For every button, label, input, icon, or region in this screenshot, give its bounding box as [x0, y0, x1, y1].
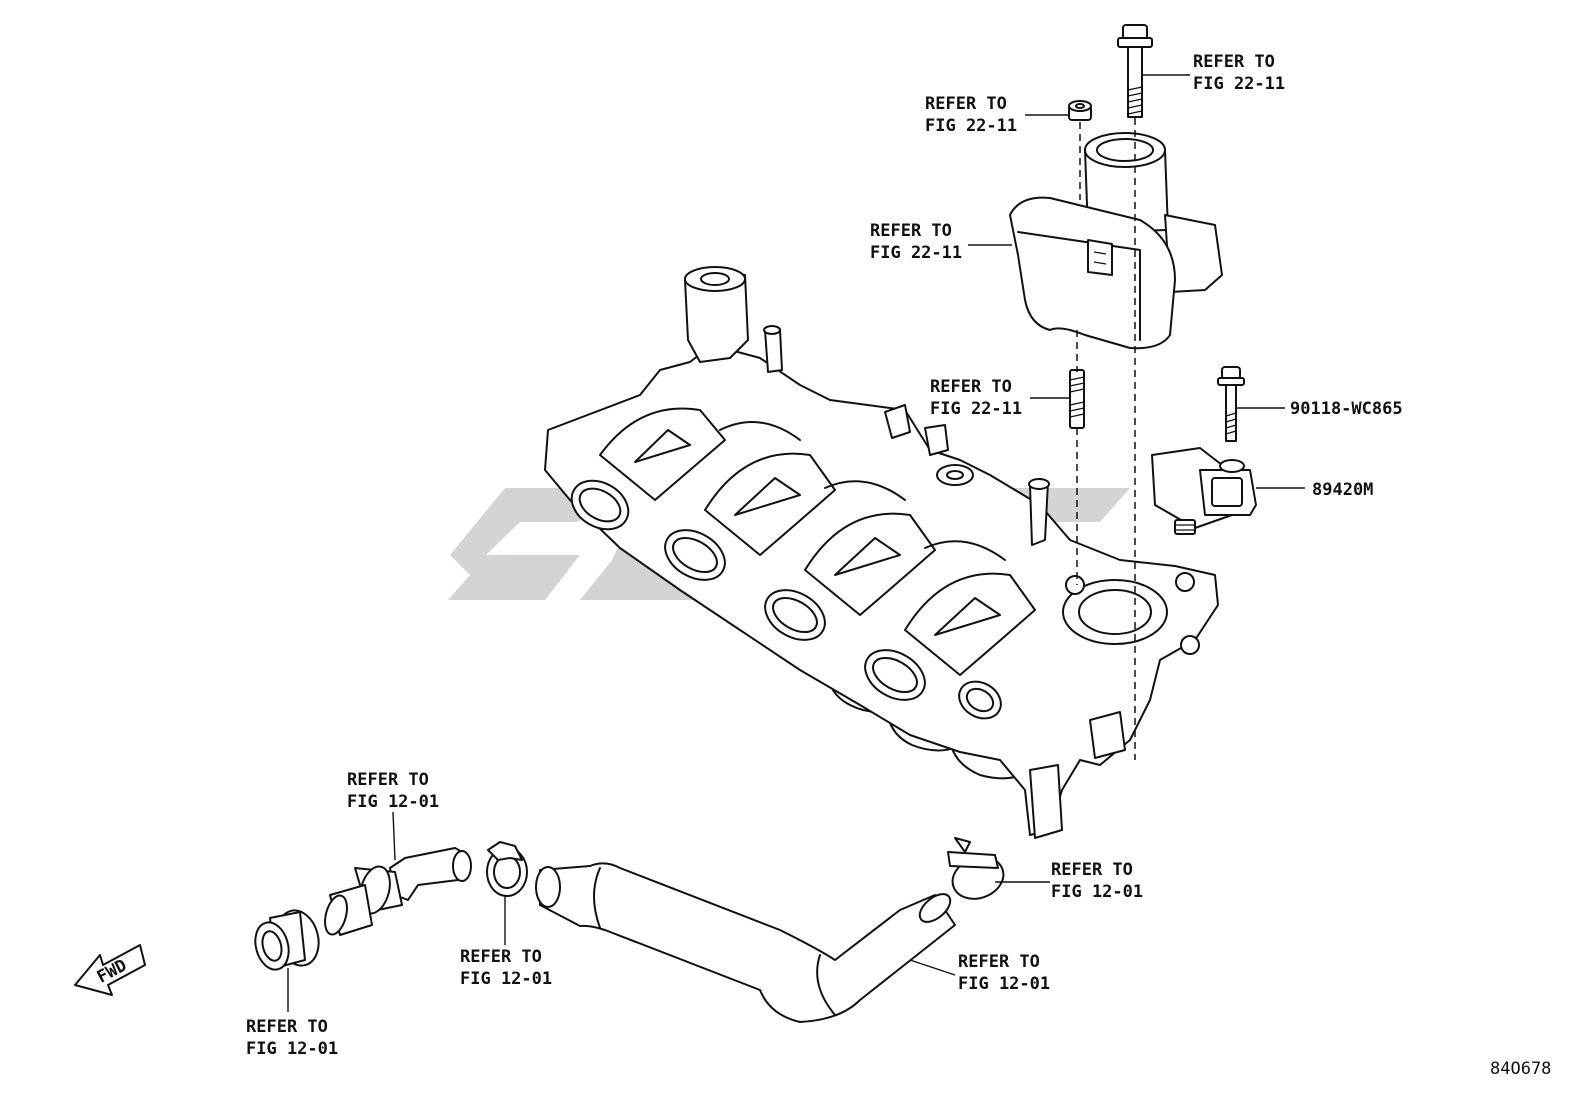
- callout-stud: REFER TO FIG 22-11: [930, 377, 1022, 419]
- intake-manifold: [544, 266, 1219, 839]
- svg-text:FIG 12-01: FIG 12-01: [246, 1039, 338, 1059]
- callout-grommet: REFER TO FIG 12-01: [246, 1017, 338, 1059]
- throttle-stud: [1069, 369, 1085, 429]
- svg-text:FIG 12-01: FIG 12-01: [958, 974, 1050, 994]
- callout-bolt-top: REFER TO FIG 22-11: [1193, 52, 1285, 94]
- ventilation-hose: [535, 862, 956, 1023]
- throttle-bolt: [1117, 24, 1153, 118]
- svg-text:FIG 22-11: FIG 22-11: [930, 399, 1022, 419]
- svg-text:FIG 12-01: FIG 12-01: [460, 969, 552, 989]
- map-sensor: [1151, 447, 1257, 535]
- callout-map-sensor: 89420M: [1312, 480, 1373, 500]
- callout-sensor-bolt: 90118-WC865: [1290, 399, 1403, 419]
- svg-text:REFER TO: REFER TO: [460, 947, 542, 967]
- callout-clamp-left: REFER TO FIG 12-01: [460, 947, 552, 989]
- svg-text:FIG 12-01: FIG 12-01: [1051, 882, 1143, 902]
- grommet: [254, 909, 320, 971]
- svg-text:FIG 22-11: FIG 22-11: [1193, 74, 1285, 94]
- hose-clamp-right: [947, 837, 1005, 900]
- callout-throttle-body: REFER TO FIG 22-11: [870, 221, 962, 263]
- svg-text:FIG 12-01: FIG 12-01: [347, 792, 439, 812]
- svg-text:REFER TO: REFER TO: [930, 377, 1012, 397]
- callout-nut-top: REFER TO FIG 22-11: [925, 94, 1017, 136]
- svg-text:REFER TO: REFER TO: [925, 94, 1007, 114]
- svg-text:REFER TO: REFER TO: [1051, 860, 1133, 880]
- diagram-id: 84O678: [1490, 1059, 1551, 1079]
- sensor-bolt: [1217, 366, 1245, 442]
- svg-text:REFER TO: REFER TO: [246, 1017, 328, 1037]
- throttle-body: [1009, 132, 1223, 350]
- throttle-nut: [1068, 100, 1092, 121]
- svg-text:FIG 22-11: FIG 22-11: [925, 116, 1017, 136]
- svg-text:REFER TO: REFER TO: [870, 221, 952, 241]
- svg-text:FIG 22-11: FIG 22-11: [870, 243, 962, 263]
- callout-pcv-valve: REFER TO FIG 12-01: [347, 770, 439, 812]
- callout-clamp-right: REFER TO FIG 12-01: [1051, 860, 1143, 902]
- svg-text:REFER TO: REFER TO: [958, 952, 1040, 972]
- leader-lines: [287, 74, 1305, 1012]
- pcv-valve: [324, 847, 472, 936]
- svg-text:REFER TO: REFER TO: [1193, 52, 1275, 72]
- hose-clamp-left: [486, 841, 528, 897]
- forward-arrow-icon: FWD: [74, 944, 146, 996]
- svg-text:REFER TO: REFER TO: [347, 770, 429, 790]
- callout-hose: REFER TO FIG 12-01: [958, 952, 1050, 994]
